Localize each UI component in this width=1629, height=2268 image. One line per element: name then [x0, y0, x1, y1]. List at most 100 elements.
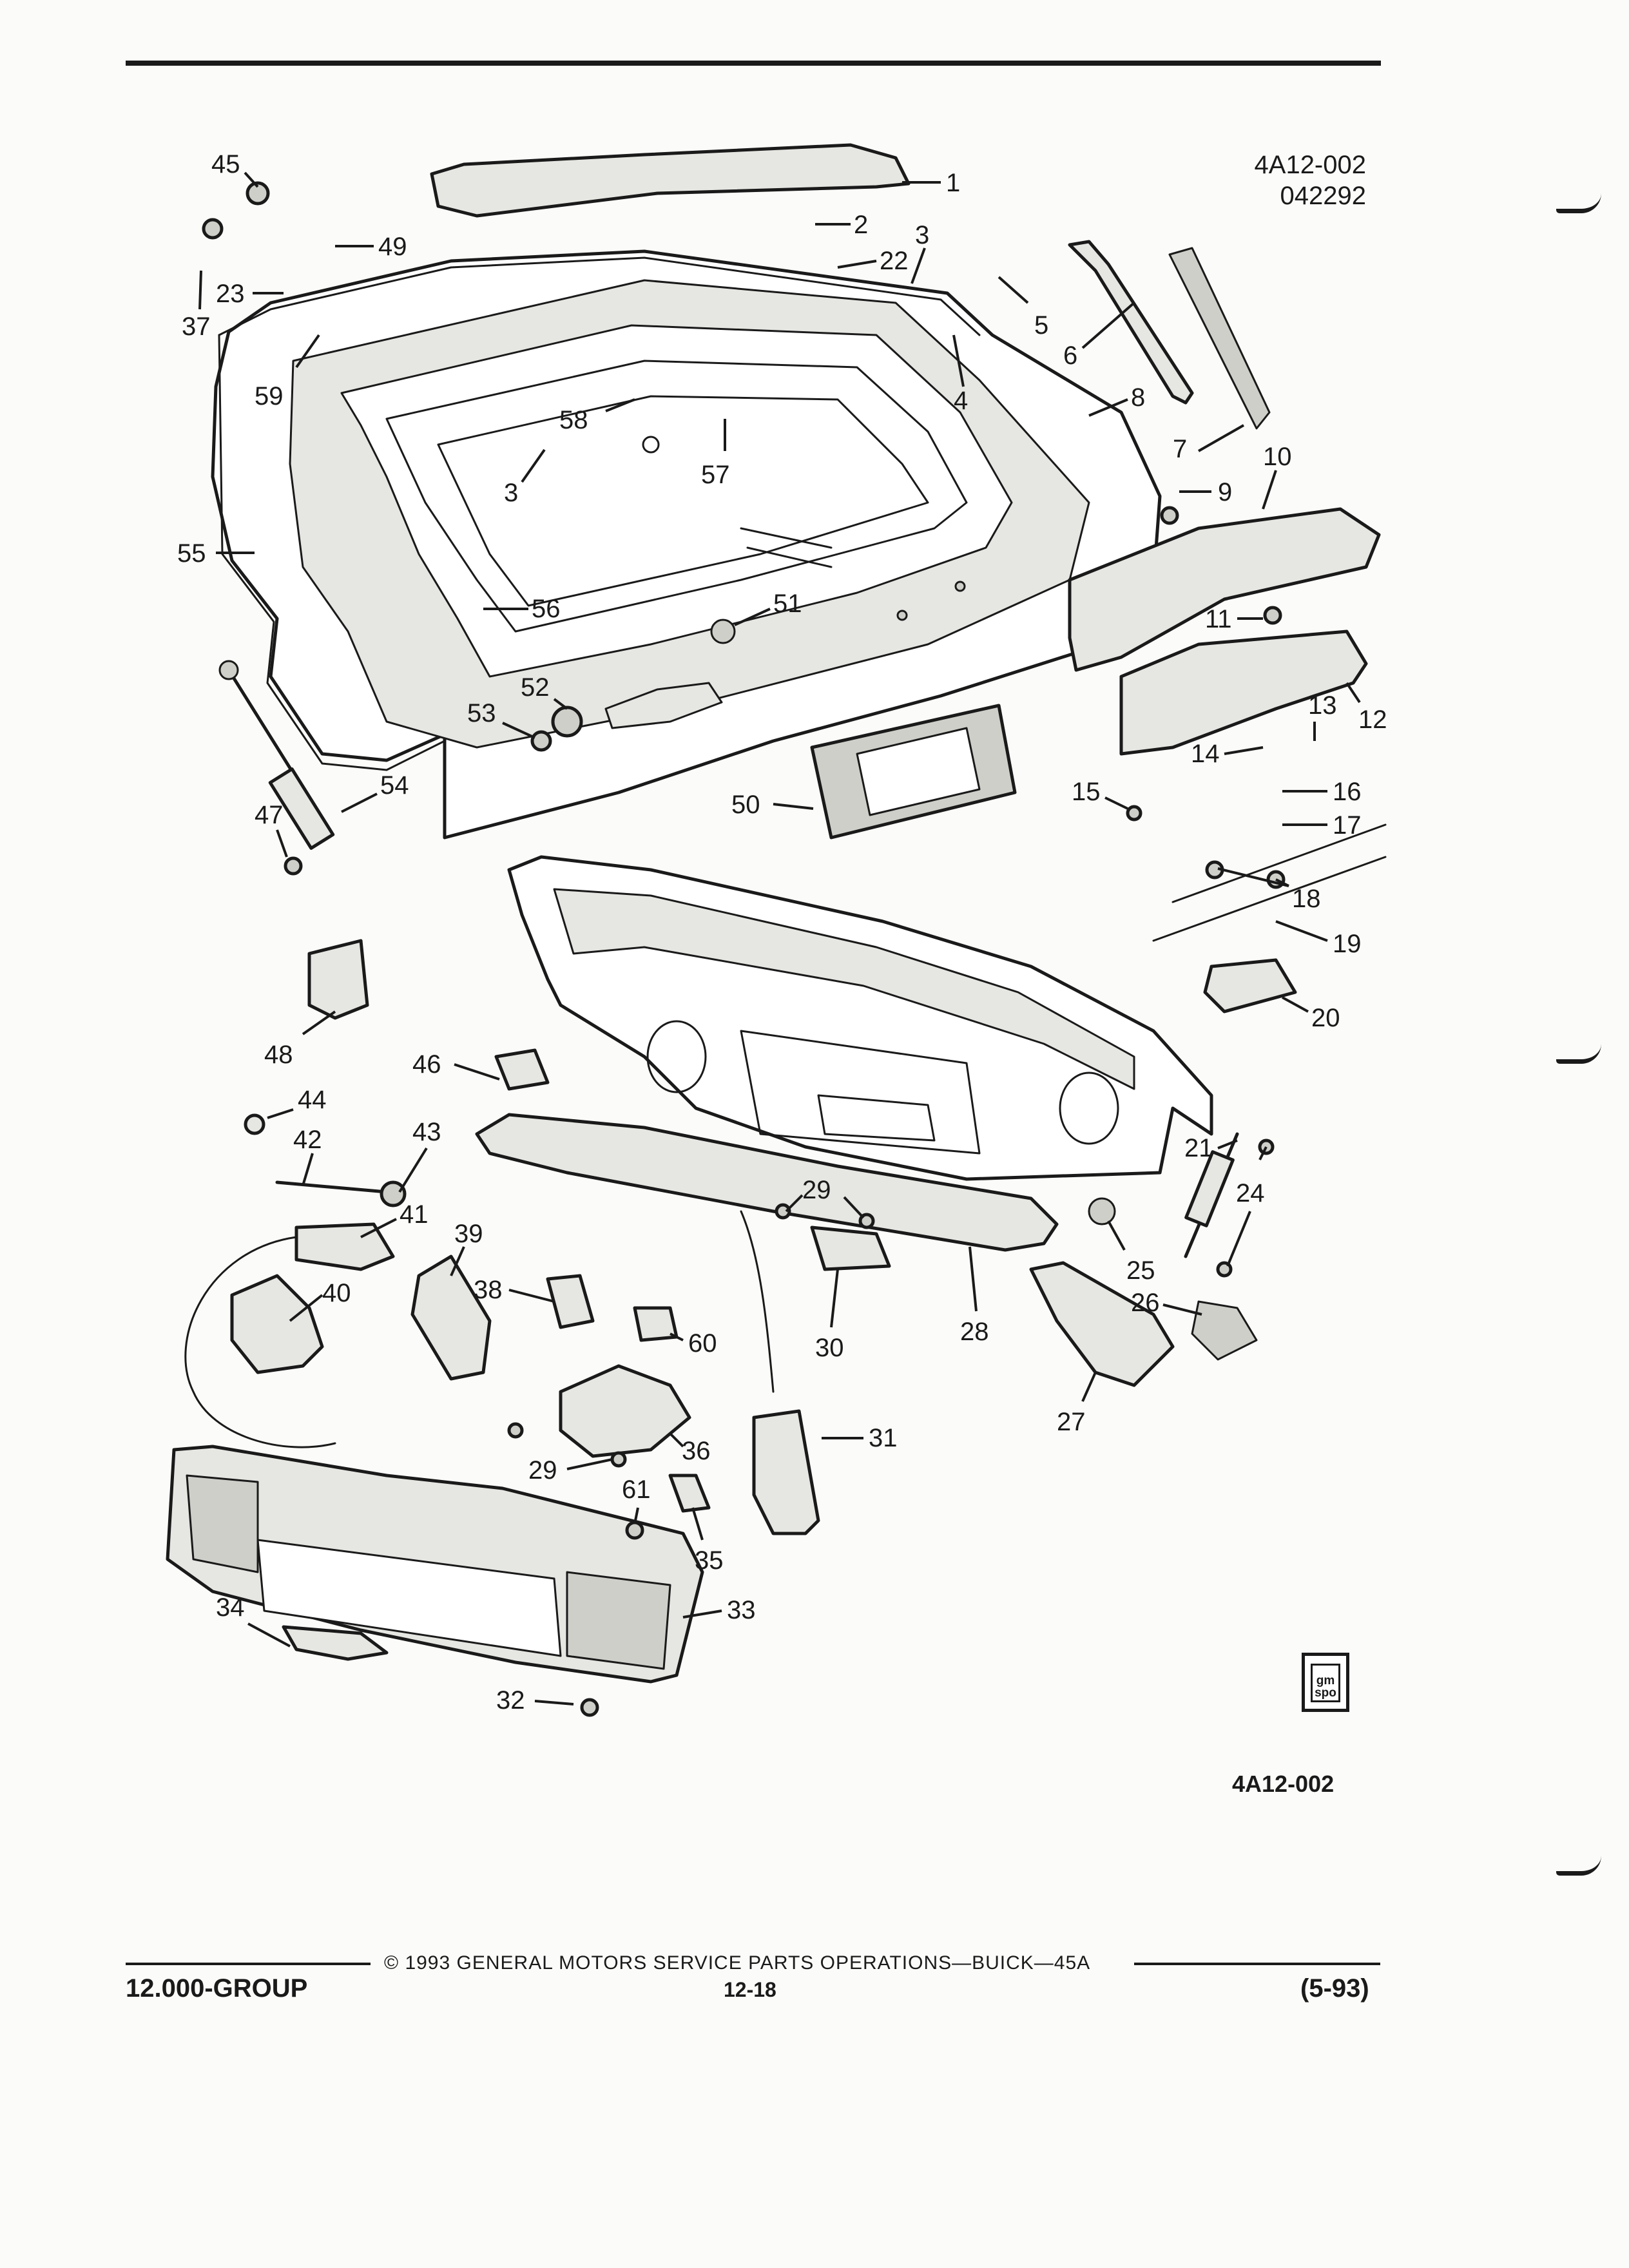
callout-6: 6 — [1063, 302, 1135, 370]
callout-47: 47 — [255, 801, 288, 858]
callout-54: 54 — [341, 771, 409, 813]
callout-56: 56 — [483, 595, 561, 623]
callout-label: 38 — [474, 1276, 503, 1304]
callout-3a: 3 — [911, 221, 929, 284]
callout-label: 16 — [1333, 778, 1362, 806]
callout-30: 30 — [815, 1269, 844, 1362]
callout-2: 2 — [815, 211, 868, 239]
callout-5: 5 — [998, 276, 1048, 340]
callout-label: 31 — [869, 1424, 898, 1452]
callout-label: 15 — [1072, 778, 1101, 806]
logo-text-top: gm — [1316, 1674, 1335, 1687]
callout-label: 9 — [1218, 478, 1232, 506]
callout-label: 21 — [1184, 1134, 1213, 1162]
callout-label: 43 — [412, 1118, 441, 1146]
callout-32: 32 — [496, 1686, 574, 1715]
callout-label: 40 — [322, 1279, 351, 1307]
latch-assemblies — [230, 1222, 1258, 1535]
gas-strut-upper — [218, 660, 335, 850]
binder-mark — [1556, 1044, 1601, 1064]
callout-18: 18 — [1217, 867, 1321, 913]
callout-label: 55 — [177, 539, 206, 568]
callout-label: 20 — [1311, 1004, 1340, 1032]
gas-strut-lower — [1088, 1132, 1239, 1258]
callout-35: 35 — [668, 1474, 724, 1575]
illustration-date: 042292 — [1280, 182, 1366, 210]
callout-label: 4 — [954, 387, 968, 415]
callout-36: 36 — [669, 1432, 711, 1465]
logo-text-bottom: spo — [1315, 1686, 1336, 1700]
callout-9: 9 — [1179, 478, 1232, 506]
footer-page-number: 12-18 — [724, 1978, 776, 2001]
callout-44: 44 — [267, 1086, 327, 1119]
callout-label: 22 — [880, 247, 909, 275]
callout-53: 53 — [467, 699, 535, 739]
callout-20: 20 — [1203, 958, 1340, 1032]
callout-label: 42 — [293, 1126, 322, 1154]
callout-label: 39 — [454, 1220, 483, 1248]
callout-label: 3 — [504, 479, 518, 507]
callout-label: 52 — [521, 673, 550, 702]
callout-49: 49 — [335, 233, 407, 261]
callout-label: 61 — [622, 1475, 651, 1504]
callout-label: 37 — [182, 312, 211, 341]
callout-label: 34 — [216, 1593, 245, 1622]
callout-label: 32 — [496, 1686, 525, 1715]
callout-1: 1 — [902, 169, 960, 197]
callout-33: 33 — [682, 1596, 756, 1624]
footer-date: (5-93) — [1300, 1974, 1369, 2003]
footer-rule-left — [126, 1963, 371, 1965]
wiper-arm — [1068, 240, 1271, 430]
callout-label: 50 — [731, 791, 760, 819]
callout-10: 10 — [1262, 443, 1292, 510]
callout-label: 35 — [695, 1546, 724, 1575]
callout-57: 57 — [701, 419, 730, 489]
callout-22: 22 — [837, 247, 909, 275]
callout-label: 12 — [1358, 706, 1387, 734]
callout-3b: 3 — [504, 448, 546, 507]
liftgate-panel — [211, 249, 1162, 840]
callout-label: 29 — [802, 1176, 831, 1204]
callout-40: 40 — [289, 1279, 351, 1322]
callout-4: 4 — [952, 334, 968, 415]
callout-label: 57 — [701, 461, 730, 489]
callout-13: 13 — [1308, 691, 1337, 741]
callout-29b: 29 — [528, 1456, 613, 1485]
callout-23: 23 — [216, 280, 284, 308]
callout-label: 49 — [378, 233, 407, 261]
spoiler — [430, 143, 911, 218]
callout-31: 31 — [822, 1424, 898, 1452]
callout-label: 5 — [1034, 311, 1048, 340]
license-lamp-housing — [1068, 507, 1381, 756]
license-plate-frame — [810, 704, 1017, 840]
callout-label: 59 — [255, 382, 284, 410]
callout-38: 38 — [474, 1274, 595, 1329]
callout-26: 26 — [1131, 1289, 1202, 1317]
callout-59: 59 — [255, 334, 320, 410]
callout-27: 27 — [1057, 1372, 1097, 1436]
callout-29a: 29 — [785, 1176, 865, 1219]
callout-60: 60 — [633, 1306, 717, 1358]
callout-58: 58 — [559, 398, 635, 434]
callout-label: 58 — [559, 406, 588, 434]
latch-cable — [184, 1210, 775, 1448]
callout-55: 55 — [177, 539, 255, 568]
binder-mark — [1556, 193, 1601, 213]
callout-label: 26 — [1131, 1289, 1160, 1317]
callout-label: 60 — [688, 1329, 717, 1358]
top-rule — [126, 61, 1381, 66]
callout-21: 21 — [1184, 1134, 1238, 1162]
callout-label: 6 — [1063, 341, 1077, 370]
callout-label: 53 — [467, 699, 496, 727]
callout-25: 25 — [1107, 1220, 1155, 1285]
callout-label: 8 — [1131, 383, 1145, 412]
footer-copyright: © 1993 GENERAL MOTORS SERVICE PARTS OPER… — [384, 1952, 1091, 1974]
callout-label: 51 — [773, 590, 802, 618]
callout-label: 27 — [1057, 1408, 1086, 1436]
callout-label: 33 — [727, 1596, 756, 1624]
callout-45: 45 — [211, 150, 259, 188]
rear-body-opening — [507, 823, 1387, 1181]
illustration-code-block: 4A12-002 042292 — [1224, 149, 1366, 211]
callout-61: 61 — [622, 1475, 651, 1524]
